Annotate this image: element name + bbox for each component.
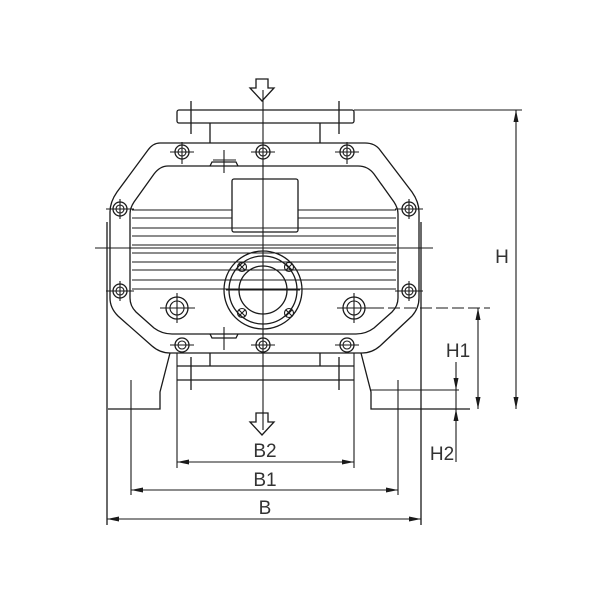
dim-b2: B2 [177,441,354,465]
dim-h2: H2 [371,362,459,465]
inner-casing [129,165,399,335]
label-b: B [259,498,272,519]
bottom-flange [177,353,354,390]
dim-h: H [495,110,519,409]
label-h1: H1 [446,341,470,362]
label-b1: B1 [253,470,276,491]
left-foot [108,352,171,410]
center-box [231,178,299,233]
center-flange [223,250,303,330]
outlet-arrow-icon [248,412,276,436]
cooling-fins [132,209,396,290]
label-h: H [495,247,509,268]
bolts [106,142,423,353]
top-flange [176,101,355,143]
inlet-arrow-icon [248,78,276,102]
outer-casing [109,142,420,354]
dim-b1: B1 [131,470,398,493]
dim-h1: H1 [446,308,481,409]
label-h2: H2 [430,444,454,465]
label-b2: B2 [253,441,276,462]
dim-b: B [107,498,421,522]
